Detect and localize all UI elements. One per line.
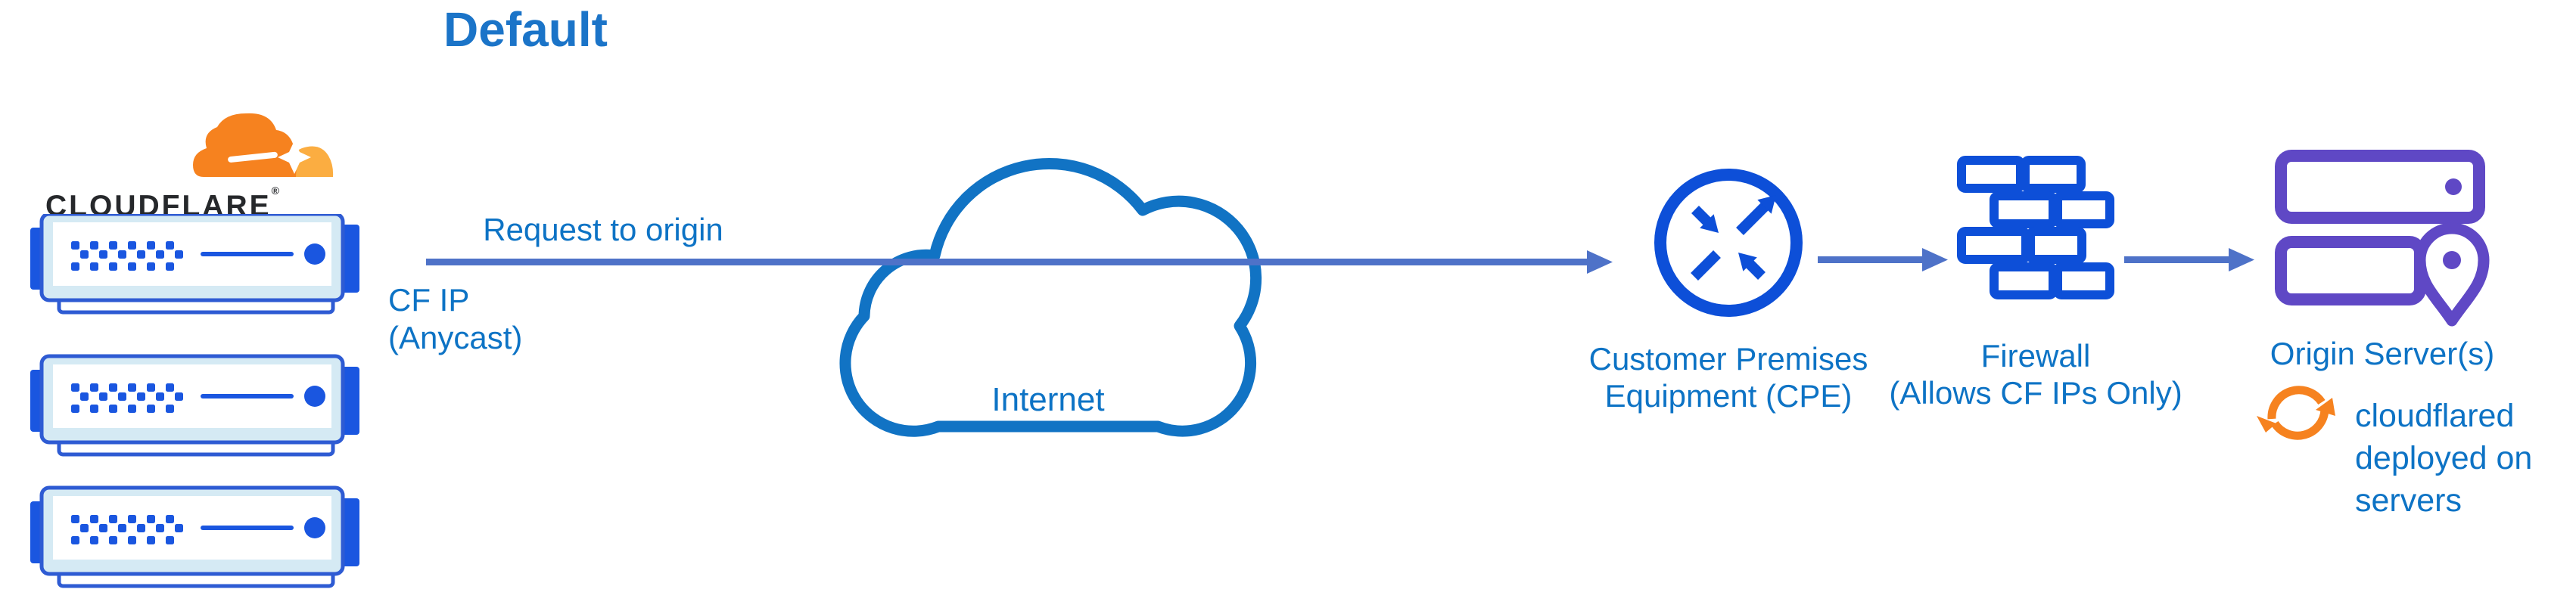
firewall-label-line-1: Firewall (1980, 338, 2091, 374)
cf-ip-line-1: CF IP (388, 282, 470, 318)
cloudflared-note-line-3: servers (2355, 482, 2462, 519)
brick-wall-icon (1957, 156, 2114, 299)
cpe-label: Customer Premises Equipment (CPE) (1573, 340, 1884, 414)
cpe-label-line-1: Customer Premises (1588, 341, 1868, 377)
origin-servers-label: Origin Server(s) (2270, 336, 2495, 371)
sync-arrows-icon (2257, 386, 2335, 440)
page-title: Default (443, 2, 608, 57)
firewall-label-line-2: (Allows CF IPs Only) (1889, 375, 2182, 411)
cf-ip-anycast-label: CF IP (Anycast) (388, 281, 522, 357)
firewall-label: Firewall (Allows CF IPs Only) (1869, 337, 2202, 411)
server-stack-location-icon (2275, 150, 2490, 327)
cloudflared-note-line-2: deployed on (2355, 440, 2533, 476)
router-icon (1654, 169, 1803, 317)
internet-label: Internet (991, 381, 1105, 418)
registered-trademark: ® (271, 185, 279, 197)
request-to-origin-label: Request to origin (483, 212, 723, 247)
cloudflare-logo-icon (193, 113, 334, 177)
cloudflared-note-line-1: cloudflared (2355, 398, 2515, 434)
internet-cloud-icon (839, 157, 1262, 437)
cf-ip-line-2: (Anycast) (388, 320, 523, 355)
cloudflared-note: cloudflared deployed on servers (2355, 395, 2574, 522)
cpe-label-line-2: Equipment (CPE) (1604, 378, 1853, 414)
